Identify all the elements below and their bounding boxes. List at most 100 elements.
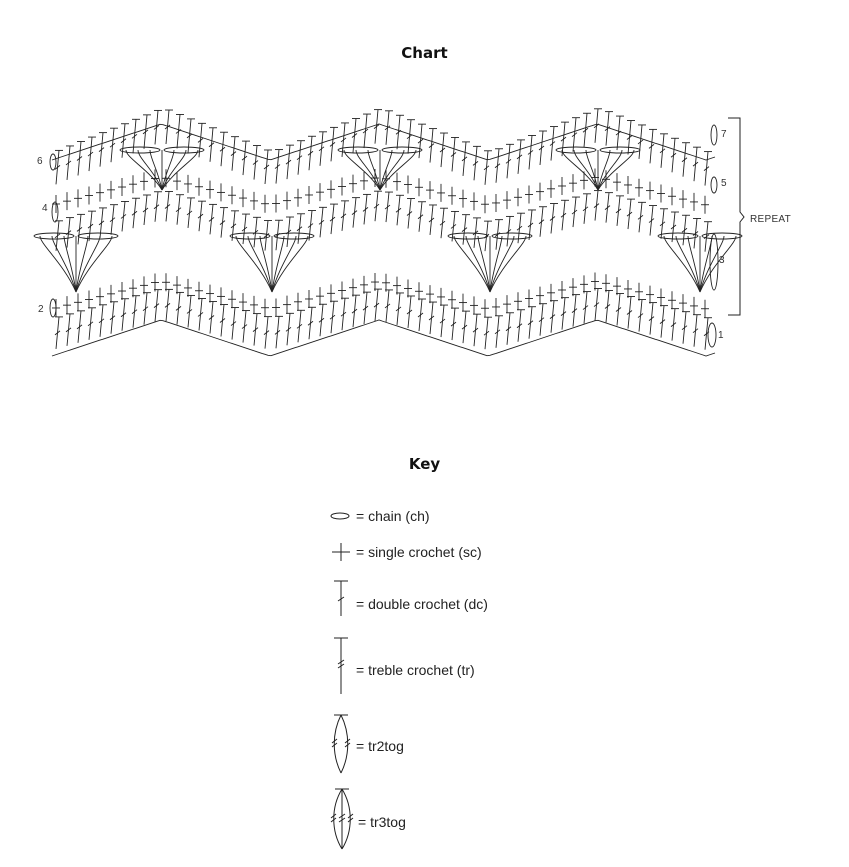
row-3-fan-1-petal bbox=[271, 235, 285, 293]
row-number-1: 1 bbox=[718, 330, 724, 341]
row-3-turning-chain bbox=[709, 233, 719, 291]
row-7-stitch-bar bbox=[351, 133, 358, 138]
row-6-fan-0-petal bbox=[137, 149, 163, 191]
row-4-stitch-bar bbox=[54, 233, 61, 239]
row-number-6: 6 bbox=[37, 156, 43, 167]
row-1-stitch-bar bbox=[472, 327, 479, 333]
row-4-turning-chain bbox=[51, 201, 59, 223]
row-6-fan-0-petal bbox=[149, 149, 163, 191]
row-7-stitch-bar bbox=[54, 165, 61, 170]
row-4-stitch-bar bbox=[340, 213, 347, 219]
row-7-chain-line bbox=[51, 123, 716, 161]
key-title: Key bbox=[408, 455, 441, 473]
row-7-stitch-bar bbox=[219, 146, 226, 152]
row-3-fan-0-petal bbox=[75, 235, 89, 293]
row-1-stitch-bar bbox=[65, 327, 72, 333]
row-7-stitch-bar bbox=[494, 163, 501, 169]
row-4-stitch-bar bbox=[439, 220, 446, 226]
row-7-stitch-bar bbox=[164, 124, 171, 130]
row-6-fan-2-chain bbox=[599, 146, 641, 154]
row-7-stitch-bar bbox=[395, 129, 402, 135]
row-7-stitch-bar bbox=[406, 134, 413, 140]
row-4-stitch-bar bbox=[626, 211, 633, 217]
row-7-stitch-bar bbox=[153, 125, 160, 130]
row-1-stitch-bar bbox=[571, 308, 578, 313]
row-1-stitch-bar bbox=[252, 327, 259, 332]
row-7-stitch-bar bbox=[142, 129, 149, 135]
row-1-stitch-bar bbox=[637, 313, 644, 318]
row-1-stitch-bar bbox=[197, 312, 204, 317]
row-6-fan-0-petal bbox=[161, 149, 187, 191]
row-1-stitch-bar bbox=[373, 302, 380, 308]
row-1-stitch-bar bbox=[516, 323, 523, 329]
row-1-stitch-bar bbox=[307, 320, 314, 326]
row-7-stitch-bar bbox=[582, 127, 589, 133]
row-4-stitch-bar bbox=[538, 219, 545, 225]
chain-icon bbox=[330, 512, 350, 520]
row-3-fan-0-petal bbox=[51, 235, 77, 293]
row-4-stitch-bar bbox=[219, 220, 226, 225]
row-4-stitch-bar bbox=[527, 222, 534, 228]
row-1-stitch-bar bbox=[76, 324, 83, 330]
row-7-stitch-bar bbox=[76, 156, 83, 161]
row-4-stitch-bar bbox=[109, 217, 116, 223]
row-7-stitch-bar bbox=[186, 133, 193, 139]
row-4-stitch-bar bbox=[230, 223, 237, 229]
row-number-5: 5 bbox=[721, 178, 727, 189]
row-7-stitch-bar bbox=[318, 146, 325, 152]
row-3-fan-1-chain bbox=[273, 232, 315, 240]
row-4-stitch-bar bbox=[241, 226, 248, 232]
row-1-stitch-bar bbox=[362, 305, 369, 311]
row-1-stitch-bar bbox=[483, 330, 490, 336]
row-4-stitch-bar bbox=[98, 220, 105, 226]
row-7-stitch-bar bbox=[527, 150, 534, 155]
row-1-stitch-bar bbox=[615, 307, 622, 312]
row-4-stitch-bar bbox=[296, 226, 303, 232]
row-4-stitch-bar bbox=[450, 224, 457, 229]
row-4-stitch-bar bbox=[560, 212, 567, 218]
row-3-fan-0-chain bbox=[77, 232, 119, 240]
key-label-tr3tog: = tr3tog bbox=[358, 814, 406, 830]
row-7-stitch-bar bbox=[241, 155, 248, 161]
row-4-stitch-bar bbox=[373, 203, 380, 209]
row-4-stitch-bar bbox=[692, 231, 699, 236]
row-4-stitch-bar bbox=[461, 227, 468, 233]
row-4-stitch-bar bbox=[604, 205, 611, 210]
key-item-double-crochet: = double crochet (dc) bbox=[328, 580, 488, 616]
row-4-stitch-bar bbox=[131, 210, 138, 216]
row-7-stitch-bar bbox=[329, 142, 336, 147]
row-6-fan-2-petal bbox=[573, 149, 599, 191]
row-1-stitch-bar bbox=[153, 303, 160, 309]
key-item-chain: = chain (ch) bbox=[328, 506, 430, 526]
row-5-turning-chain bbox=[710, 176, 718, 194]
key-item-tr3tog: = tr3tog bbox=[328, 788, 406, 850]
row-7-stitch-bar bbox=[516, 154, 523, 160]
tr2tog-icon bbox=[331, 714, 351, 774]
row-4-stitch-bar bbox=[153, 204, 160, 210]
key-label-single-crochet: = single crochet (sc) bbox=[356, 544, 482, 560]
treble-crochet-icon bbox=[334, 637, 348, 694]
row-1-stitch-bar bbox=[230, 321, 237, 326]
key-label-double-crochet: = double crochet (dc) bbox=[356, 596, 488, 612]
row-1-stitch-bar bbox=[692, 328, 699, 334]
row-4-stitch-bar bbox=[307, 223, 314, 228]
row-7-turning-chain bbox=[710, 124, 718, 146]
row-6-fan-1-chain bbox=[337, 146, 379, 154]
row-3-fan-3-chain bbox=[657, 232, 699, 240]
row-1-stitch-bar bbox=[626, 310, 633, 315]
row-4-stitch-bar bbox=[417, 214, 424, 220]
row-1-stitch-bar bbox=[109, 315, 116, 321]
row-4-stitch-bar bbox=[175, 207, 182, 213]
row-3-fan-1-chain bbox=[229, 232, 271, 240]
row-1-stitch-bar bbox=[340, 311, 347, 317]
row-7-stitch-bar bbox=[560, 136, 567, 142]
row-3-fan-2-petal bbox=[465, 235, 491, 293]
key-item-single-crochet: = single crochet (sc) bbox=[328, 542, 482, 562]
row-3-fan-1-petal bbox=[247, 235, 273, 293]
row-4-stitch-bar bbox=[615, 208, 622, 214]
row-6-fan-1-petal bbox=[379, 149, 405, 191]
row-1-stitch-bar bbox=[120, 312, 127, 318]
row-1-stitch-bar bbox=[527, 320, 534, 326]
row-7-stitch-bar bbox=[274, 164, 281, 169]
row-7-stitch-bar bbox=[296, 155, 303, 161]
